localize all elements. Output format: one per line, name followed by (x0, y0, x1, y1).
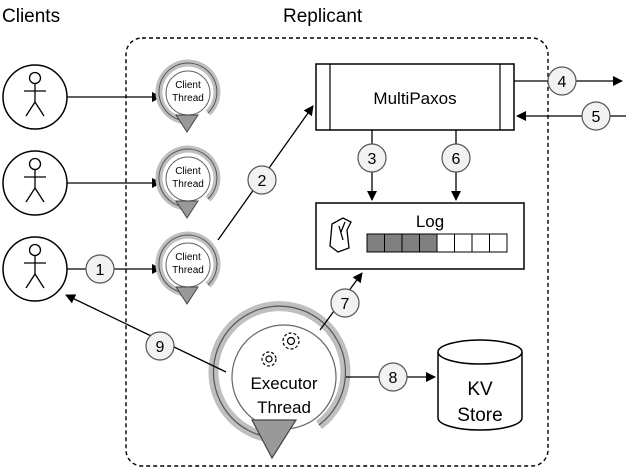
svg-text:8: 8 (389, 370, 398, 387)
tree-stump-icon (329, 217, 352, 253)
log-slot-filled (384, 233, 403, 253)
svg-text:5: 5 (592, 109, 601, 126)
step-badge-1: 1 (85, 254, 115, 284)
executor-thread: Executor Thread (208, 301, 351, 460)
clients-title: Clients (2, 6, 60, 27)
kv-label-line2: Store (457, 405, 502, 426)
client-thread-label-line2: Thread (172, 93, 204, 104)
arrow-step-9 (65, 294, 227, 373)
executor-label-line2: Thread (257, 398, 311, 417)
replicant-title: Replicant (283, 6, 363, 27)
log-label: Log (416, 212, 444, 231)
svg-text:7: 7 (341, 296, 350, 313)
multipaxos-label: MultiPaxos (373, 89, 456, 108)
log-slot-empty (471, 233, 490, 253)
log-slot-empty (489, 233, 508, 253)
step-badge-6: 6 (441, 143, 471, 173)
log-slot-filled (419, 233, 438, 253)
log-slots (366, 233, 508, 253)
step-badge-3: 3 (357, 143, 387, 173)
person-icon (24, 71, 46, 117)
step-badge-2: 2 (247, 165, 277, 195)
client-thread-2: Client Thread (155, 145, 221, 219)
client-thread-label-line1: Client (175, 252, 201, 263)
svg-text:1: 1 (96, 262, 105, 279)
person-icon (24, 157, 46, 203)
kv-label-line1: KV (467, 379, 493, 400)
step-badge-8: 8 (378, 362, 408, 392)
client-1 (2, 64, 68, 130)
step-badge-9: 9 (145, 331, 175, 361)
person-icon (24, 243, 46, 289)
client-thread-label-line2: Thread (172, 265, 204, 276)
kv-store: KV Store (437, 339, 523, 431)
step-badge-5: 5 (581, 101, 611, 131)
log-slot-filled (366, 233, 385, 253)
svg-text:3: 3 (368, 151, 377, 168)
gears-icon (261, 332, 300, 367)
multipaxos-box: MultiPaxos (315, 63, 515, 131)
client-thread-3: Client Thread (155, 231, 221, 305)
client-thread-label-line2: Thread (172, 179, 204, 190)
client-thread-label-line1: Client (175, 166, 201, 177)
client-2 (2, 150, 68, 216)
log-box: Log (315, 202, 525, 270)
svg-text:4: 4 (558, 74, 567, 91)
step-badge-4: 4 (547, 66, 577, 96)
log-slot-filled (401, 233, 420, 253)
client-3 (2, 236, 68, 302)
log-slot-empty (436, 233, 455, 253)
client-thread-1: Client Thread (155, 59, 221, 133)
svg-text:6: 6 (452, 151, 461, 168)
step-badge-7: 7 (330, 288, 360, 318)
replicant-boundary (125, 37, 549, 467)
log-slot-empty (454, 233, 473, 253)
svg-text:9: 9 (156, 339, 165, 356)
svg-text:2: 2 (258, 173, 267, 190)
client-thread-label-line1: Client (175, 80, 201, 91)
executor-label-line1: Executor (250, 374, 317, 393)
